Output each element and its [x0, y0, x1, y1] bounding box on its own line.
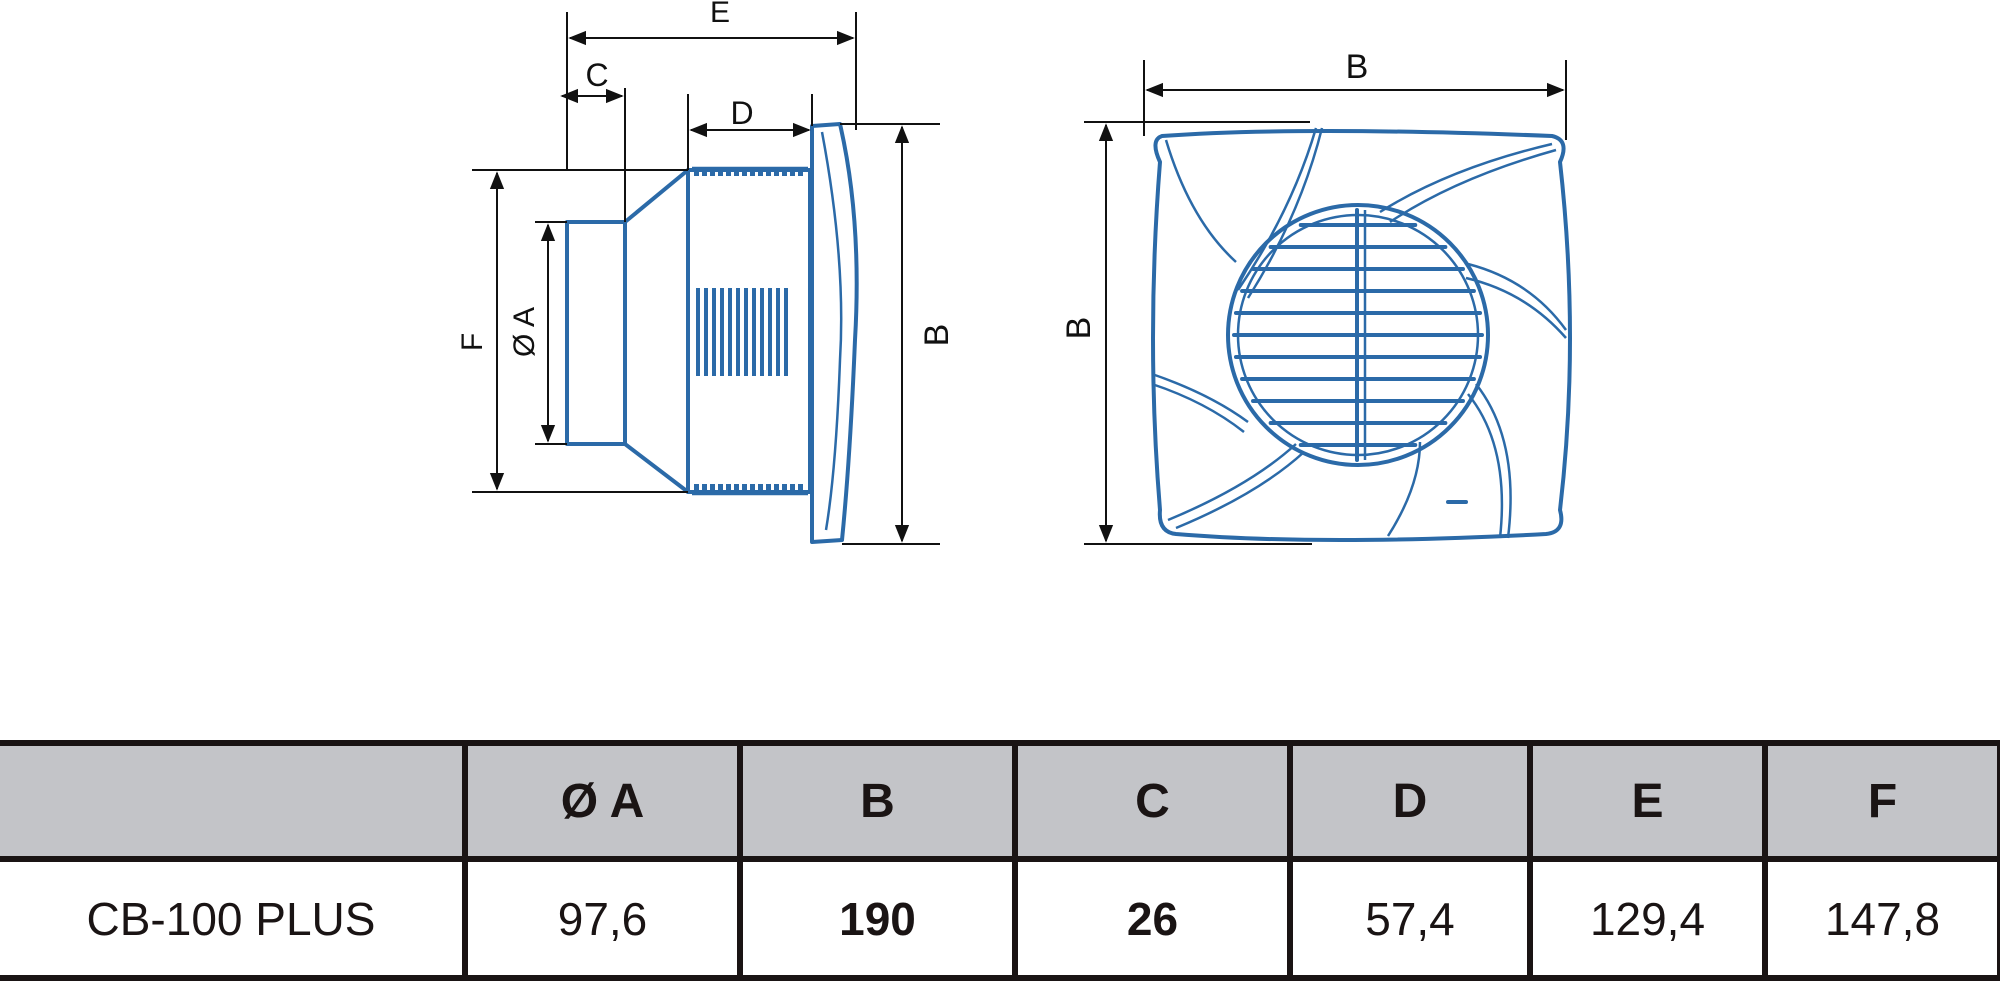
cell-c: 26: [1012, 856, 1293, 981]
side-view: E C D B F Ø A: [456, 0, 956, 545]
dim-label-b-width: B: [1346, 48, 1369, 86]
header-d: D: [1287, 740, 1533, 862]
front-panel-outline: [1151, 129, 1572, 542]
table-header-row: Ø A B C D E F: [0, 740, 2000, 862]
cell-f: 147,8: [1762, 856, 2000, 981]
grille-slats: [1232, 223, 1484, 447]
table-row: CB-100 PLUS 97,6 190 26 57,4 129,4 147,8: [0, 856, 2000, 981]
dim-label-b-height: B: [1060, 317, 1098, 340]
taper: [623, 168, 690, 494]
header-e: E: [1527, 740, 1768, 862]
header-c: C: [1012, 740, 1293, 862]
cell-b: 190: [737, 856, 1018, 981]
dim-label-a: Ø A: [508, 307, 541, 357]
dim-label-c: C: [585, 57, 608, 93]
header-model: [0, 740, 468, 862]
front-view: B B: [1060, 48, 1572, 545]
cell-model: CB-100 PLUS: [0, 856, 468, 981]
swirl-blades: [1151, 127, 1568, 539]
dim-label-e: E: [710, 0, 730, 29]
front-panel-profile: [810, 122, 859, 544]
spigot: [565, 220, 627, 446]
housing-vents: [694, 168, 803, 492]
dim-label-d: D: [730, 95, 753, 131]
header-b: B: [737, 740, 1018, 862]
dim-label-f: F: [456, 333, 489, 351]
grille-ring-outer: [1226, 203, 1490, 467]
spec-table: Ø A B C D E F CB-100 PLUS 97,6 190 26 57…: [0, 740, 2000, 981]
header-a: Ø A: [462, 740, 743, 862]
dimension-drawing: E C D B F Ø A: [456, 0, 1572, 545]
cell-d: 57,4: [1287, 856, 1533, 981]
cell-e: 129,4: [1527, 856, 1768, 981]
cell-a: 97,6: [462, 856, 743, 981]
dim-label-b-side: B: [918, 324, 956, 347]
header-f: F: [1762, 740, 2000, 862]
